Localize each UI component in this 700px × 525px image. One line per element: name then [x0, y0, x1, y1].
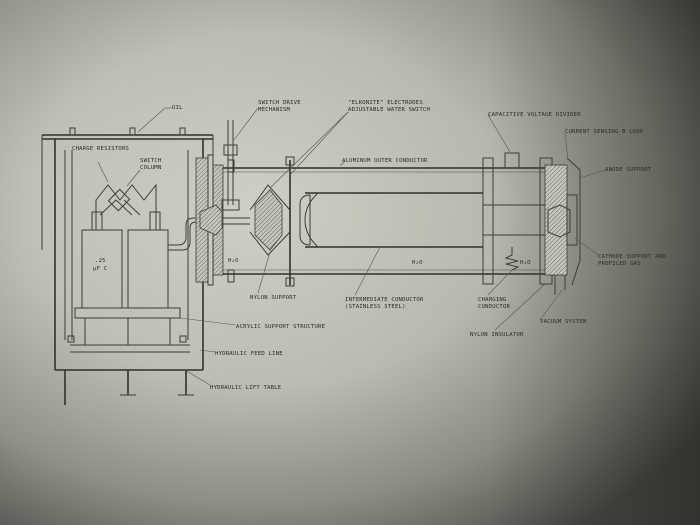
label-switch-column-2: COLUMN — [140, 165, 161, 171]
label-nylon-support: NYLON SUPPORT — [250, 295, 297, 301]
label-h2o-3: H₂O — [520, 260, 531, 266]
label-hydraulic-feed: HYDRAULIC FEED LINE — [215, 351, 283, 357]
label-switch-drive: SWITCH DRIVE — [258, 100, 301, 106]
label-charge-resistors: CHARGE RESISTORS — [72, 146, 129, 152]
label-elkonite-2: ADJUSTABLE WATER SWITCH — [348, 107, 430, 113]
label-h2o-2: H₂O — [412, 260, 423, 266]
label-switch-column: SWITCH — [140, 158, 161, 164]
label-intermediate: INTERMEDIATE CONDUCTOR — [345, 297, 424, 303]
leader-lines — [97, 107, 606, 386]
label-cathode-support: CATHODE SUPPORT AND — [598, 254, 666, 260]
label-anode-support: ANODE SUPPORT — [605, 167, 652, 173]
label-nylon-insulator: NYLON INSULATOR — [470, 332, 524, 338]
switch-assembly — [195, 120, 295, 287]
label-charging-2: CONDUCTOR — [478, 304, 511, 310]
label-cap-value: .25 — [95, 258, 106, 264]
label-aluminum-outer: ALUMINUM OUTER CONDUCTOR — [342, 158, 428, 164]
label-switch-drive-2: MECHANISM — [258, 107, 291, 113]
diagram-labels: OIL SWITCH DRIVE MECHANISM "ELKONITE" EL… — [72, 100, 666, 391]
label-current-sensing: CURRENT SENSING B LOOP — [565, 129, 644, 135]
label-vacuum: VACUUM SYSTEM — [540, 319, 587, 325]
label-capacitive-divider: CAPACITIVE VOLTAGE DIVIDER — [488, 112, 581, 118]
label-intermediate-2: (STAINLESS STEEL) — [345, 304, 406, 310]
label-oil: OIL — [172, 105, 183, 111]
label-elkonite: "ELKONITE" ELECTRODES — [348, 100, 423, 106]
coaxial-line — [223, 152, 581, 295]
label-acrylic: ACRYLIC SUPPORT STRUCTURE — [236, 324, 326, 330]
label-charging: CHARGING — [478, 297, 507, 303]
label-hydraulic-lift: HYDRAULIC LIFT TABLE — [210, 385, 282, 391]
label-cathode-support-2: PROFILED GAS — [598, 261, 641, 267]
label-h2o-1: H₂O — [228, 258, 239, 264]
label-cap-unit: μF C — [93, 266, 107, 272]
oil-tank — [41, 127, 214, 405]
